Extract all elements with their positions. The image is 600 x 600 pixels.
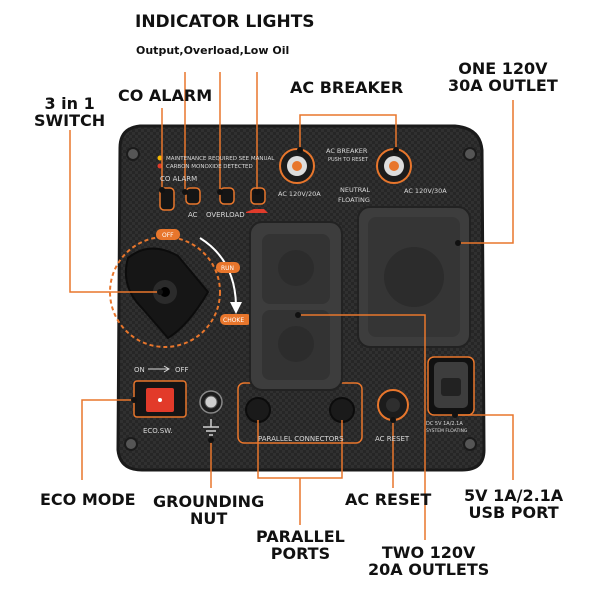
panel-20a-text: AC 120V/20A	[278, 190, 321, 198]
usb-line1: 5V 1A/2.1A	[464, 486, 564, 505]
grounding-line1: GROUNDING	[153, 492, 265, 511]
panel-dc-text: DC 5V 1A/2.1A	[426, 421, 463, 427]
co-alarm-lamp	[159, 187, 175, 211]
parallel-line2: PORTS	[270, 544, 331, 563]
switch-label: 3 in 1 SWITCH	[34, 95, 105, 129]
ac-breaker-label: AC BREAKER	[290, 78, 404, 97]
panel-30a-text: AC 120V/30A	[404, 187, 447, 195]
outlet-30a-cover	[357, 206, 471, 348]
breaker-30a	[376, 148, 412, 184]
parallel-connectors	[245, 397, 355, 423]
eco-mode-label: ECO MODE	[40, 490, 136, 509]
panel-ac-reset-text: AC RESET	[375, 435, 410, 443]
parallel-line1: PARALLEL	[256, 527, 345, 546]
switch-line2: SWITCH	[34, 111, 106, 130]
panel-eco-sw-text: ECO.SW.	[143, 427, 173, 435]
panel-floating-text: FLOATING	[338, 196, 370, 204]
panel-parallel-text: PARALLEL CONNECTORS	[258, 435, 344, 443]
ac-breaker-line	[299, 114, 397, 150]
outlet-30a-line	[458, 100, 514, 244]
callout-dots	[131, 147, 461, 443]
panel-system-floating-text: SYSTEM FLOATING	[426, 428, 468, 434]
callout-lines	[69, 72, 514, 540]
panel-on-text: ON	[134, 366, 145, 374]
indicator-lights-title: INDICATOR LIGHTS	[135, 12, 315, 32]
eco-arrow-icon	[148, 365, 170, 373]
breaker-20a	[279, 148, 315, 184]
panel-co-alarm-text: CO ALARM	[160, 175, 197, 183]
outlet-30a-line1: ONE 120V	[458, 59, 548, 78]
ac-reset-label: AC RESET	[345, 490, 432, 509]
off-pill	[156, 229, 180, 240]
usb-port	[427, 356, 475, 416]
panel-maintenance-text: MAINTENANCE REQUIRED SEE MANUAL	[166, 156, 275, 162]
panel-carbon-text: CARBON MONOXIDE DETECTED	[166, 164, 253, 170]
panel-run-text: RUN	[221, 265, 234, 272]
outlets-20a-label: TWO 120V 20A OUTLETS	[368, 544, 489, 578]
switch-knob	[124, 247, 210, 340]
panel-off-text: OFF	[162, 232, 174, 239]
eco-mode-line	[81, 399, 134, 480]
outlets-20a-line1: TWO 120V	[381, 543, 476, 562]
panel-breaker-text: AC BREAKER	[326, 147, 368, 155]
run-pill	[216, 262, 240, 273]
panel-eco-off-text: OFF	[175, 366, 189, 374]
ac-reset-button	[377, 389, 409, 421]
usb-line	[455, 414, 514, 480]
switch-dial-ring	[109, 236, 221, 348]
switch-arrow-head	[230, 302, 242, 314]
panel-push-text: PUSH TO RESET	[328, 157, 369, 163]
co-alarm-label: CO ALARM	[118, 86, 213, 105]
switch-line	[69, 130, 160, 293]
panel-ac-text: AC	[188, 211, 198, 219]
panel-neutral-text: NEUTRAL	[340, 186, 370, 194]
panel-overload-text: OVERLOAD	[206, 211, 245, 219]
overload-lamp	[219, 187, 235, 205]
outlets-20a-line2: 20A OUTLETS	[368, 560, 490, 579]
indicator-lights-subtitle: Output,Overload,Low Oil	[136, 44, 290, 57]
outlet-20a-cover	[249, 221, 343, 391]
outlet-30a-line2: 30A OUTLET	[448, 76, 558, 95]
grounding-nut	[199, 390, 223, 436]
ac-lamp	[185, 187, 201, 205]
usb-port-label: 5V 1A/2.1A USB PORT	[464, 487, 563, 521]
panel-choke-text: CHOKE	[223, 317, 244, 324]
grounding-nut-label: GROUNDING NUT	[153, 493, 264, 527]
usb-line2: USB PORT	[468, 503, 559, 522]
parallel-ports-label: PARALLEL PORTS	[256, 528, 345, 562]
indicator-lamps	[159, 187, 266, 211]
outlet-30a-label: ONE 120V 30A OUTLET	[448, 60, 558, 94]
grounding-line2: NUT	[189, 509, 228, 528]
choke-pill	[220, 314, 252, 325]
switch-line1: 3 in 1	[44, 94, 95, 113]
oil-can-icon	[246, 209, 268, 213]
outlets-20a-line	[298, 314, 426, 540]
panel-screws	[124, 147, 477, 451]
